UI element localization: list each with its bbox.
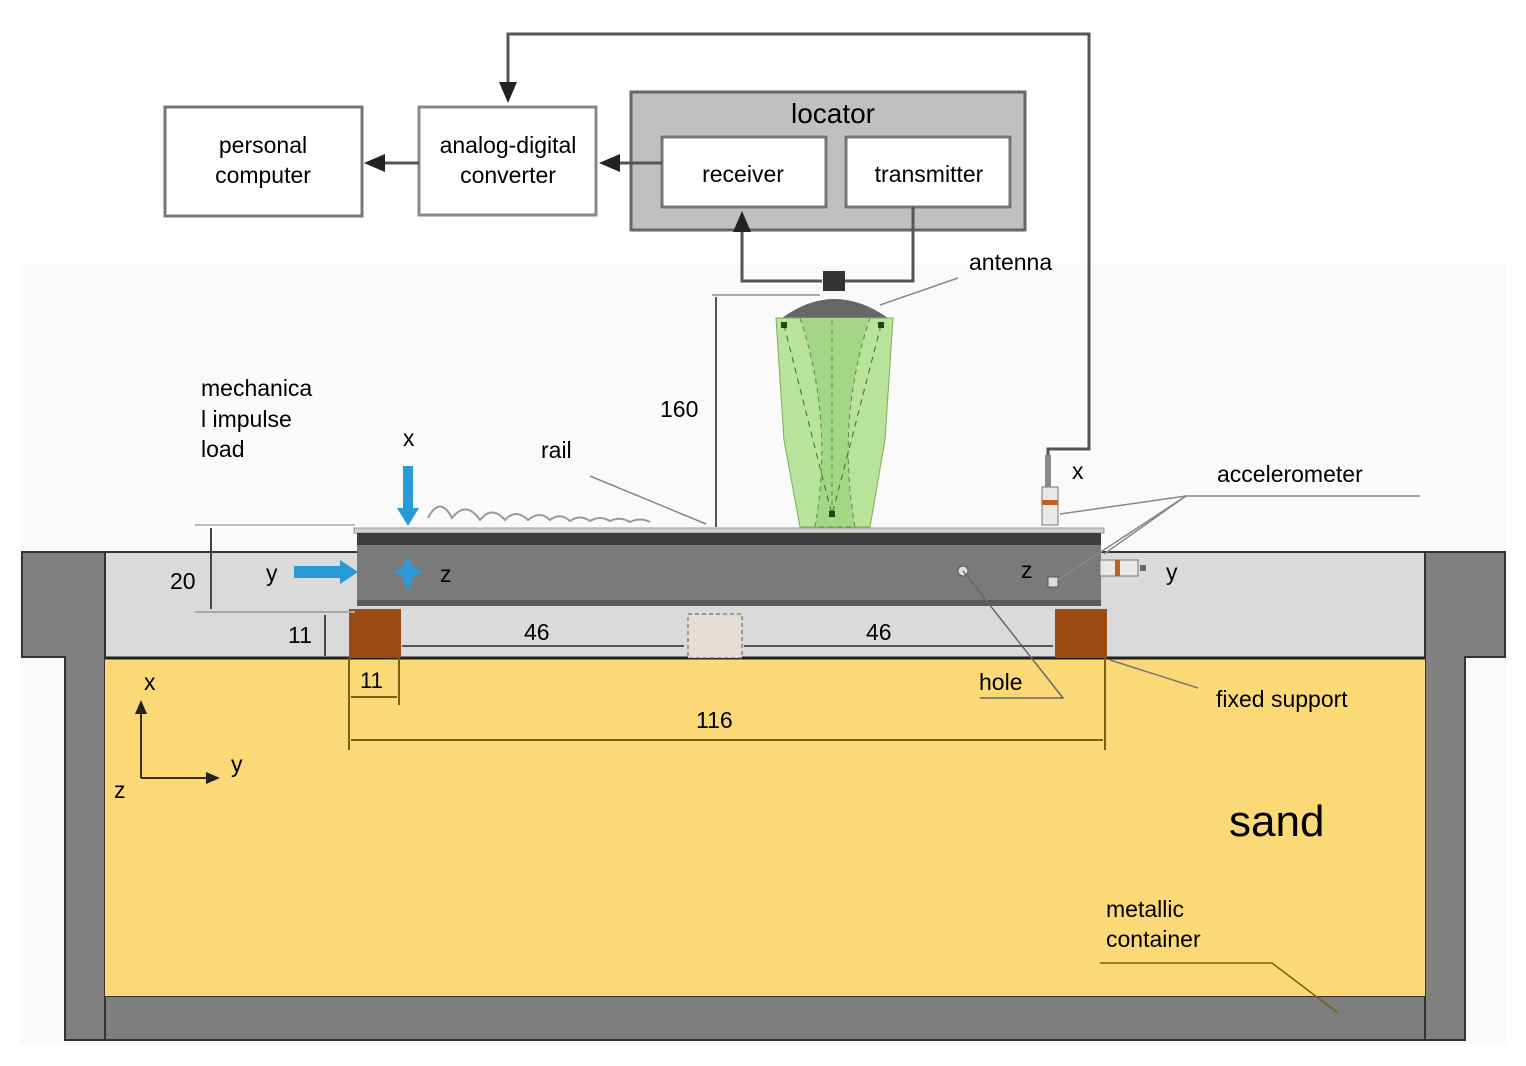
accelerometer-x-sensor (1041, 455, 1059, 526)
fixed-support-leader (1109, 659, 1199, 689)
accelerometer-z-sensor (1047, 576, 1059, 588)
fixed-support-label: fixed support (1216, 686, 1348, 712)
container-label-2: container (1106, 926, 1201, 952)
rail-leader (589, 475, 707, 525)
acc-axis-x: x (1072, 458, 1084, 484)
acc-axis-z: z (1021, 557, 1033, 583)
acc-axis-y: y (1166, 559, 1178, 585)
coord-axis-y: y (231, 751, 243, 777)
load-label-1: mechanica (201, 375, 312, 401)
adc-label-2: converter (460, 162, 556, 188)
locator-label: locator (791, 98, 875, 129)
dim-span-right-label: 46 (866, 619, 892, 645)
dim-antenna-height-label: 160 (660, 396, 698, 422)
dim-support-width-and-length (348, 658, 1106, 750)
receiver-block (660, 135, 828, 209)
locator-block: locator receiver transmitter (629, 90, 1027, 232)
adc-label-1: analog-digital (440, 132, 577, 158)
load-label-3: load (201, 436, 244, 462)
load-arrow-y-icon (294, 560, 358, 584)
coordinate-axes-icon (135, 700, 220, 784)
hole-leader (962, 570, 1065, 699)
dim-antenna-height (712, 294, 820, 527)
container-leader (1100, 962, 1339, 1014)
coord-axis-z: z (114, 777, 126, 803)
antenna-connector (823, 271, 845, 291)
hole-label: hole (979, 669, 1022, 695)
sand-region (105, 658, 1425, 996)
transmitter-label: transmitter (875, 161, 984, 187)
transmitter-to-antenna-line (838, 207, 915, 283)
transmitter-block (844, 135, 1012, 209)
pc-label-1: personal (219, 132, 307, 158)
load-label-2: l impulse (201, 406, 292, 432)
accelerometer-label: accelerometer (1217, 461, 1363, 487)
pc-label-2: computer (215, 162, 311, 188)
dim-support-height-label: 11 (288, 622, 312, 648)
fixed-support-left (349, 609, 401, 658)
load-axis-z: z (440, 561, 452, 587)
antenna (775, 271, 959, 528)
dim-span-left-label: 46 (524, 619, 550, 645)
accelerometer-to-adc-line (499, 32, 1091, 455)
load-arrow-x-icon (397, 466, 419, 526)
adc-block: analog-digital converter (417, 105, 598, 217)
receiver-label: receiver (702, 161, 784, 187)
load-arrow-z-icon (393, 556, 423, 592)
dim-support-width-label: 11 (360, 668, 383, 693)
personal-computer-block: personal computer (163, 105, 364, 218)
dim-total-length-label: 116 (696, 707, 733, 733)
coord-axis-x: x (144, 669, 156, 695)
load-axis-x: x (403, 425, 415, 451)
sand-label: sand (1229, 797, 1324, 846)
container-label-1: metallic (1106, 896, 1184, 922)
center-block (687, 613, 743, 659)
vibration-wave (427, 505, 651, 524)
dim-rail-height-label: 20 (170, 568, 196, 594)
dim-rail-height (195, 524, 355, 613)
antenna-to-receiver-line (733, 211, 822, 283)
fixed-support-right (1055, 609, 1107, 658)
signal-lines (364, 32, 1091, 455)
metallic-container (21, 551, 1506, 1041)
antenna-leader (879, 277, 959, 306)
antenna-label: antenna (969, 249, 1052, 275)
rail (353, 527, 1105, 606)
accelerometer-leaders (1057, 495, 1420, 581)
rail-label: rail (541, 437, 572, 463)
load-axis-y: y (266, 560, 278, 586)
accelerometer-y-sensor (1099, 559, 1146, 577)
